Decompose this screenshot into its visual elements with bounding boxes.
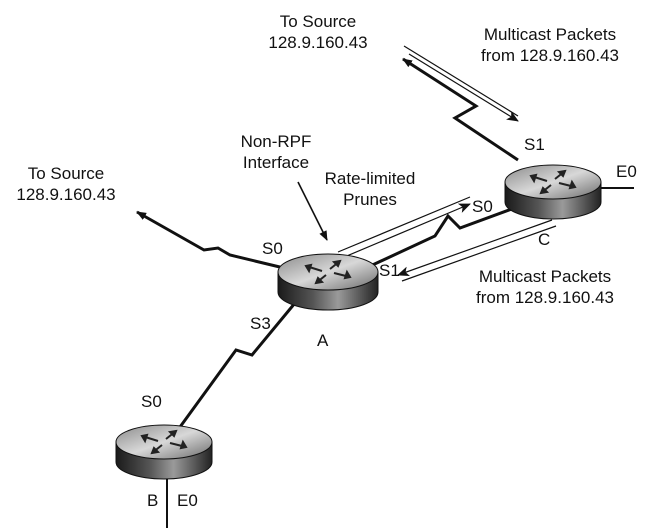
router-b-s0-label: S0	[141, 392, 162, 411]
router-c-s1-label: S1	[524, 135, 545, 154]
router-c-name: C	[538, 230, 551, 249]
prunes-line2: Prunes	[343, 190, 397, 209]
source-left-ip: 128.9.160.43	[16, 185, 116, 204]
non-rpf-label: Non-RPF Interface	[216, 131, 336, 173]
multicast-arrow-top	[403, 45, 519, 122]
router-c-e0-label: E0	[616, 162, 637, 181]
source-label-top: To Source 128.9.160.43	[258, 11, 378, 53]
router-b-icon	[115, 424, 213, 480]
router-a-s3-label: S3	[250, 314, 271, 333]
router-a-s0-label: S0	[262, 239, 283, 258]
source-top-ip: 128.9.160.43	[268, 33, 368, 52]
multicast-top-line1: Multicast Packets	[483, 25, 617, 44]
source-left-line1: To Source	[27, 164, 105, 183]
prunes-line1: Rate-limited	[324, 169, 416, 188]
router-a-s1-label: S1	[379, 261, 400, 280]
multicast-mid-line1: Multicast Packets	[478, 267, 612, 286]
non-rpf-line2: Interface	[242, 153, 310, 172]
source-top-line1: To Source	[279, 12, 357, 31]
link-c-to-source	[402, 57, 519, 162]
multicast-arrow-mid	[397, 219, 557, 282]
link-a-to-source	[136, 210, 285, 270]
link-a-to-b	[178, 302, 297, 428]
non-rpf-line1: Non-RPF	[240, 132, 312, 151]
source-label-left: To Source 128.9.160.43	[6, 163, 126, 205]
link-a-to-c	[365, 204, 521, 270]
router-a-icon	[277, 253, 379, 311]
router-a-name: A	[317, 331, 329, 350]
router-c-s0-label: S0	[472, 197, 493, 216]
prunes-arrow	[337, 196, 471, 259]
multicast-label-mid: Multicast Packets from 128.9.160.43	[455, 266, 635, 308]
router-c-icon	[504, 164, 602, 220]
prunes-label: Rate-limited Prunes	[320, 168, 420, 210]
multicast-mid-line2: from 128.9.160.43	[476, 288, 614, 307]
non-rpf-pointer	[297, 181, 328, 241]
router-b-e0-label: E0	[177, 491, 198, 510]
router-b-name: B	[147, 491, 159, 510]
multicast-label-top: Multicast Packets from 128.9.160.43	[460, 24, 640, 66]
multicast-top-line2: from 128.9.160.43	[481, 46, 619, 65]
